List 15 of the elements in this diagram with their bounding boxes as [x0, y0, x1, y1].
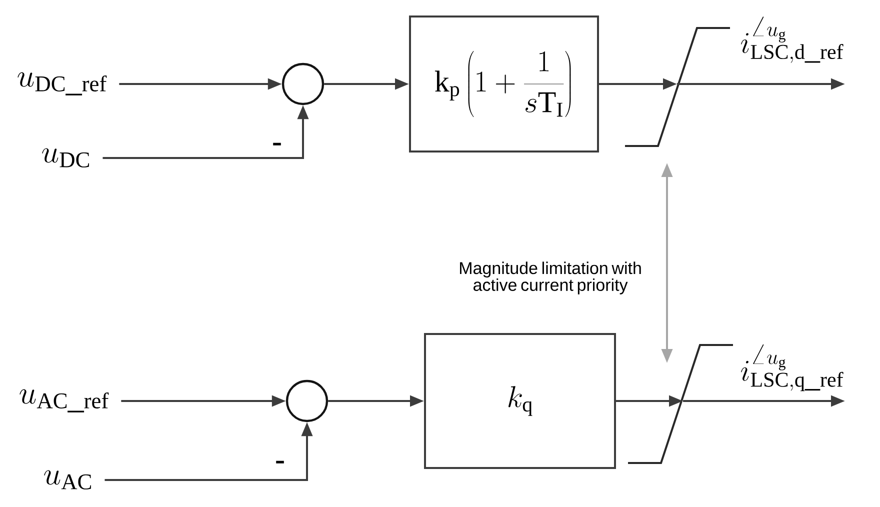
minus-sign: -	[276, 460, 284, 464]
limiter-drawing	[628, 344, 733, 464]
output-label: $i_{\mathrm{LSC,d\_ref}}^{\angle u_{\mathrm{g}}}$	[741, 16, 844, 63]
limiter-drawing	[625, 27, 730, 147]
minus-sign: -	[273, 142, 281, 146]
signal-label: $u_{\mathrm{AC\_ref}}$	[20, 389, 109, 412]
summing-junction	[282, 62, 324, 106]
summing-junction	[286, 380, 328, 422]
signal-label: $u_{\mathrm{AC}}$	[44, 470, 91, 490]
transfer-function-box: $\mathrm{k}_{\mathrm{p}}\left(1+\frac{1}{s\mathrm{T}_{\mathrm{I}}}\right)$	[409, 16, 599, 152]
signal-label: $u_{\mathrm{DC}}$	[42, 148, 89, 168]
transfer-function-box: $k_{\mathrm{q}}$	[424, 333, 616, 469]
signal-label: $u_{\mathrm{DC\_ref}}$	[18, 72, 107, 96]
output-label: $i_{\mathrm{LSC,q\_ref}}^{\angle u_{\mathrm{g}}}$	[741, 344, 844, 392]
edge-label: Magnitude limitation with active current priority	[446, 260, 655, 296]
